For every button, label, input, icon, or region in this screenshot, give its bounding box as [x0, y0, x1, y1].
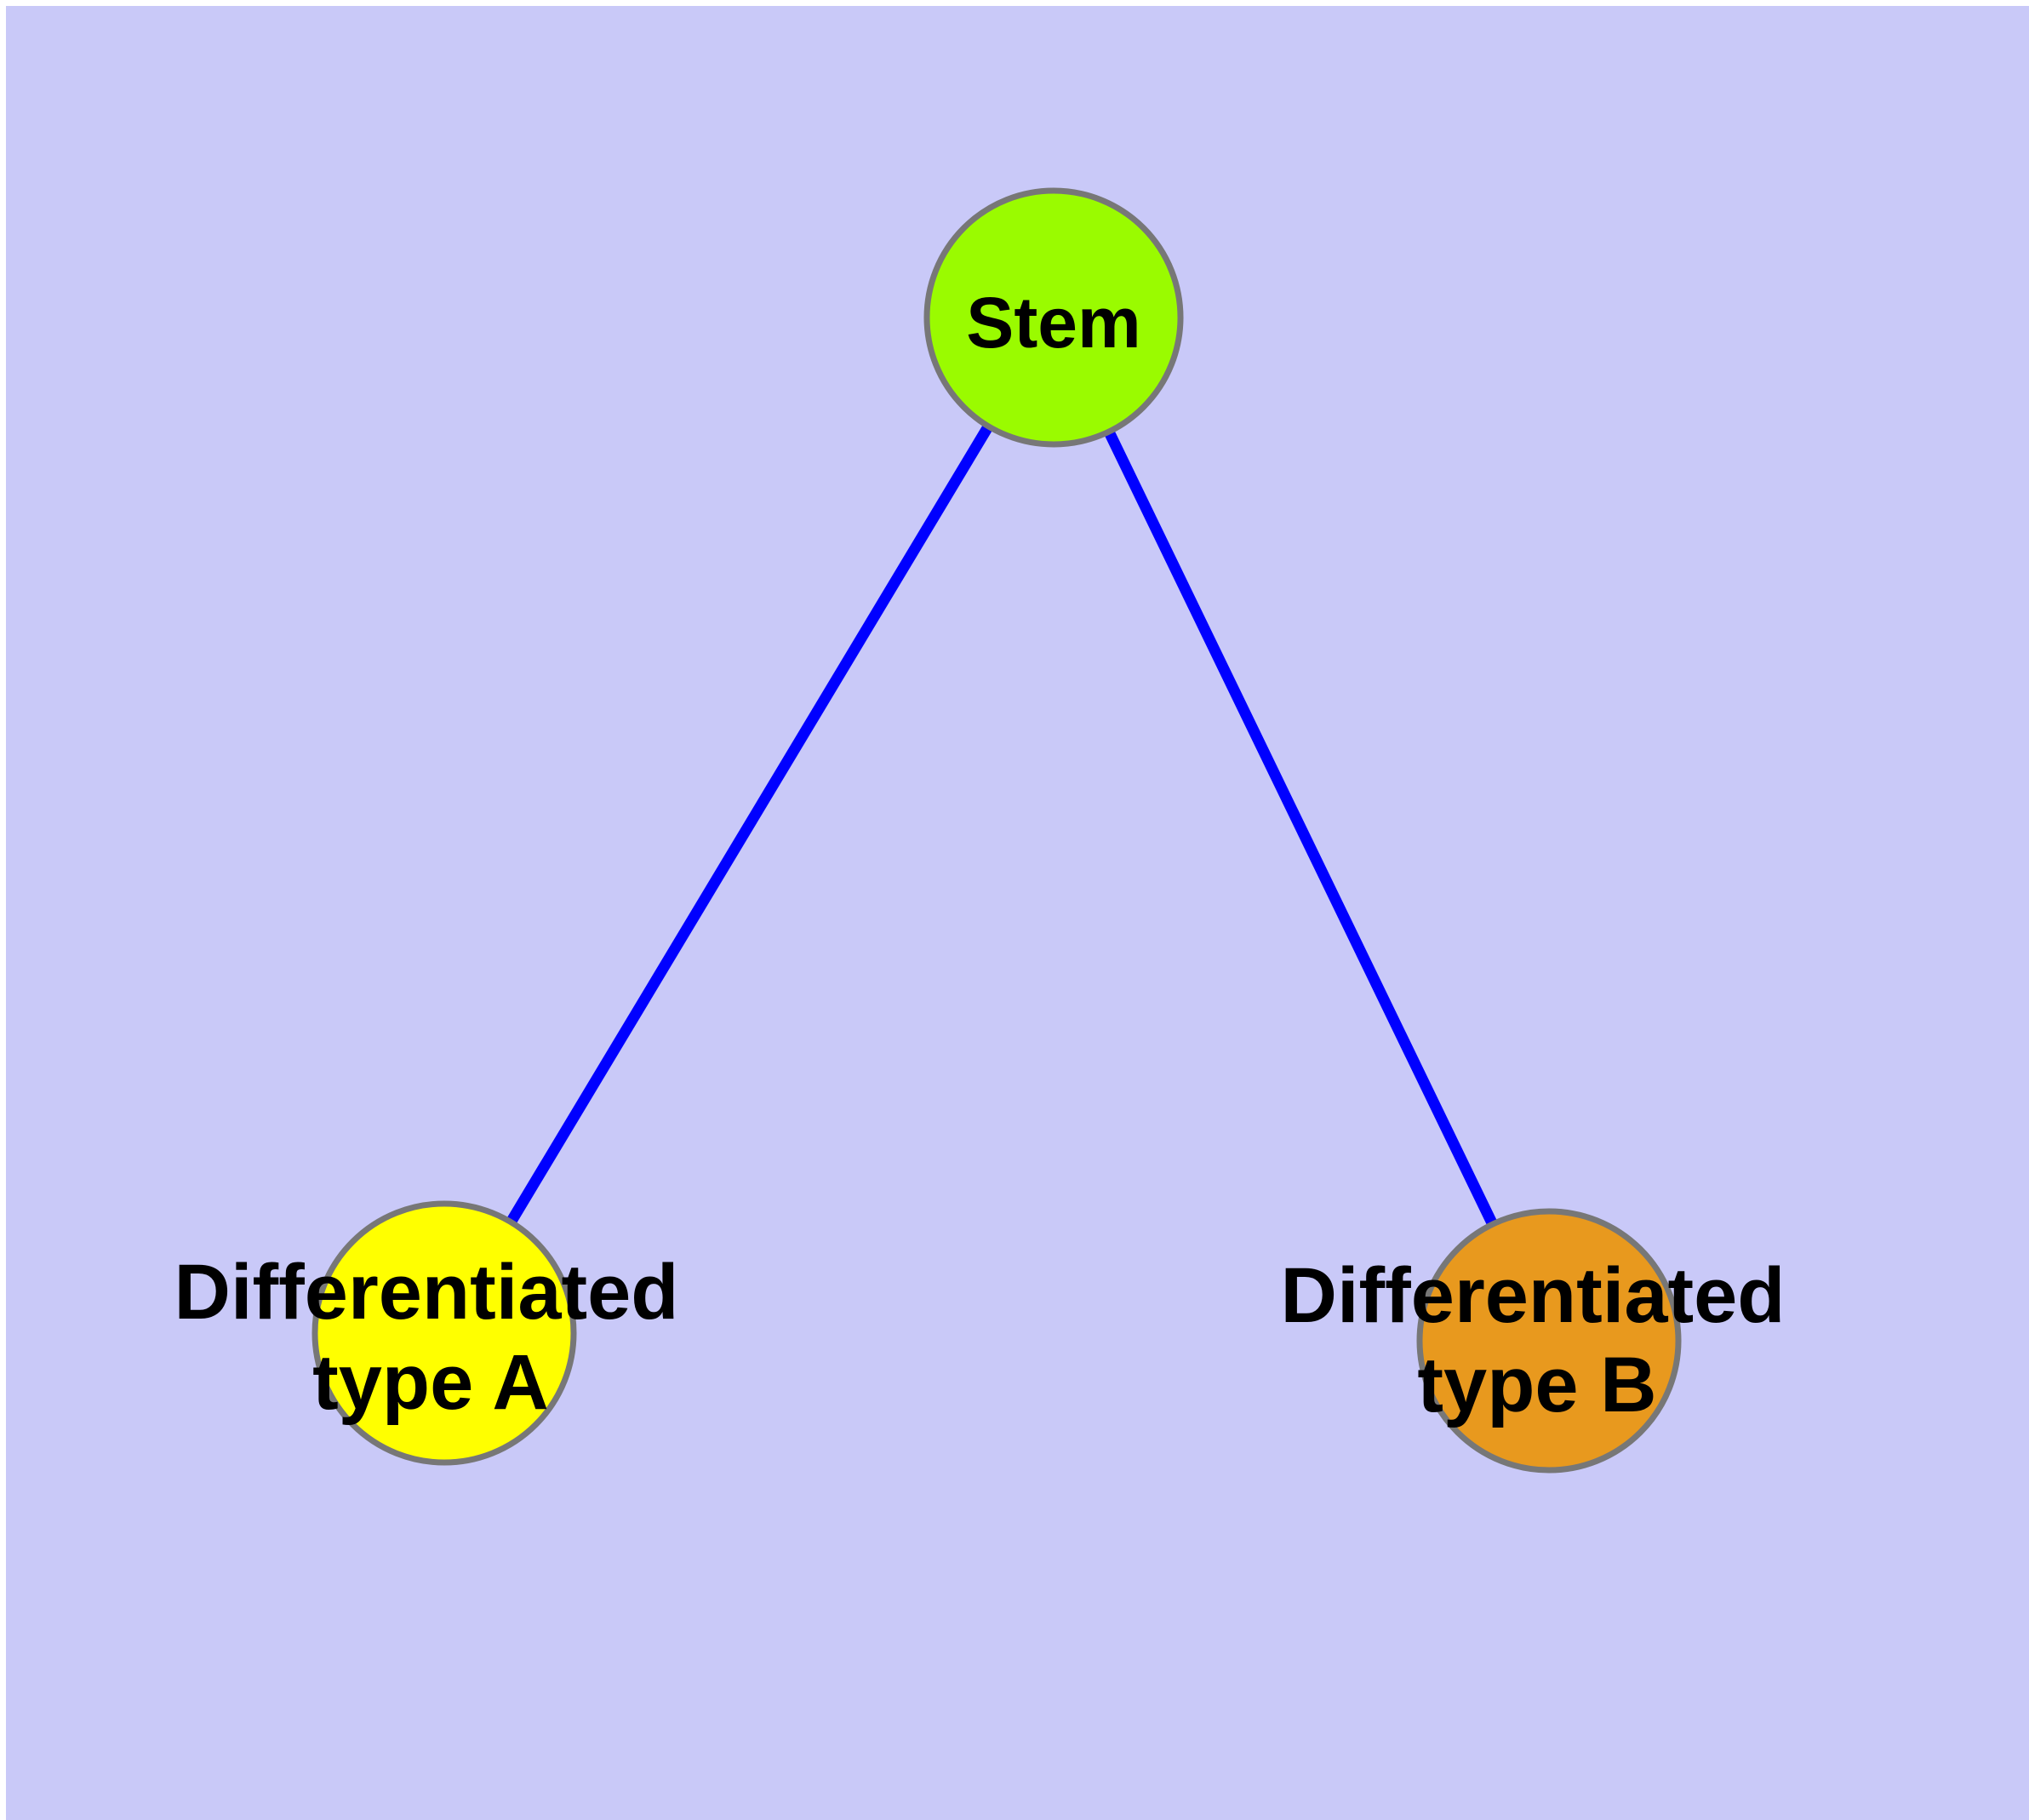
node-type-b-label-line2: type B: [1417, 1342, 1656, 1428]
node-stem-label: Stem: [966, 283, 1140, 363]
node-type-a-label-line1: Differentiated: [174, 1249, 679, 1336]
edge-stem-to-type-b: [1049, 315, 1554, 1343]
node-stem-circle: [923, 187, 1184, 448]
node-type-b-label-line1: Differentiated: [1281, 1252, 1786, 1339]
node-type-a-circle: [311, 1200, 577, 1466]
edge-stem-to-type-a: [439, 314, 1059, 1336]
node-type-b-circle: [1416, 1208, 1682, 1474]
node-type-a-label-line2: type A: [312, 1339, 549, 1426]
